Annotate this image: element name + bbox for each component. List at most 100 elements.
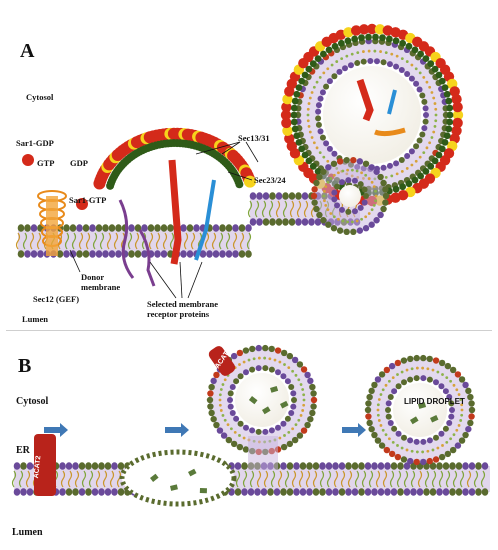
cargo-lipids: [150, 385, 439, 494]
vesicle-inner-head: [357, 204, 364, 211]
vesicle-outer-head: [362, 160, 370, 167]
vesicle-outer-head: [336, 227, 344, 234]
lipid-head-inner: [206, 250, 213, 258]
vesicle-inner-head: [398, 157, 405, 164]
lipid-tail: [480, 470, 486, 488]
vesicle-inner-head: [288, 383, 295, 390]
vesicle-tail: [291, 427, 295, 431]
vesicle-outer-head: [330, 160, 338, 167]
vesicle-tail: [379, 50, 382, 53]
lipid-tail: [18, 470, 24, 488]
lipid-head-inner: [238, 250, 246, 258]
lipid-head-inner: [481, 488, 489, 496]
vesicle-inner-head: [367, 58, 374, 65]
lipid-tail: [116, 470, 122, 488]
vesicle-outer-head: [242, 347, 250, 354]
coat-protein-outer: [350, 25, 362, 36]
vesicle-tail: [432, 130, 436, 134]
acat2-membrane-protein: [34, 434, 56, 496]
coat-protein-inner: [298, 145, 306, 153]
panel-a-pointers: [69, 141, 259, 299]
vesicle-inner-head: [449, 407, 455, 413]
vesicle-outer-head: [286, 440, 294, 448]
lipid-tail: [247, 200, 253, 218]
vesicle-tail: [323, 199, 326, 203]
lipid-head-outer: [234, 462, 242, 470]
lipid-head-outer: [24, 224, 31, 232]
vesicle-tail: [432, 96, 436, 100]
vesicle-outer-head: [368, 425, 375, 433]
lipid-tail: [347, 470, 353, 488]
lipid-head-inner: [30, 250, 38, 258]
vesicle-outer-head: [216, 427, 224, 434]
lipid-head-inner: [308, 218, 315, 226]
coat-protein-inner: [443, 90, 451, 98]
lipid-head-inner: [475, 488, 482, 496]
vesicle-inner-head: [284, 378, 291, 385]
vesicle-outer-head: [407, 355, 414, 363]
receptor-proteins: [118, 78, 406, 287]
vesicle-outer-head: [426, 355, 433, 363]
vesicle-inner-head: [438, 430, 445, 437]
lipid-head-inner: [13, 488, 21, 496]
lipid-head-inner: [442, 488, 450, 496]
vesicle-outer-head: [325, 221, 332, 228]
vesicle-tail: [377, 419, 381, 422]
coat-protein-inner: [443, 132, 451, 140]
panel-b-lipid-droplet: [364, 354, 476, 466]
vesicle-tail: [430, 91, 434, 94]
vesicle-inner-head: [280, 373, 287, 380]
coat-protein-inner: [301, 151, 309, 159]
coat-protein-outer: [452, 109, 464, 121]
coat-protein-inner: [399, 183, 407, 191]
lipid-tail: [232, 232, 238, 250]
vesicle-outer-head: [210, 377, 217, 385]
vesicle-inner-head: [416, 137, 423, 144]
coat-protein-inner: [417, 172, 425, 180]
coat-protein-inner: [291, 97, 299, 105]
vesicle-inner-head: [408, 75, 415, 82]
lipid-head-inner: [63, 250, 70, 258]
vesicle-tail: [310, 91, 314, 94]
coat-protein-inner: [441, 84, 449, 91]
lipid-head-inner: [256, 218, 263, 226]
vesicle-outer-head: [449, 366, 457, 374]
vesicle-outer-head: [320, 168, 327, 175]
vesicle-tail: [410, 163, 414, 167]
vesicle-outer-head: [377, 211, 384, 219]
lipid-tail: [71, 232, 77, 250]
vesicle-tail: [400, 446, 404, 450]
coat-protein-inner: [411, 176, 419, 184]
lipid-head-outer: [468, 462, 476, 470]
vesicle-outer-head: [383, 446, 391, 454]
vesicle-outer-head: [350, 156, 357, 164]
lipid-head-inner: [180, 250, 187, 258]
lipid-tail: [424, 470, 430, 488]
vesicle-outer-head: [467, 419, 474, 427]
vesicle-inner-head: [401, 434, 407, 441]
progression-arrow: [165, 423, 189, 437]
lipid-head-inner: [338, 488, 346, 496]
vesicle-outer-head: [394, 453, 402, 461]
lipid-head-outer: [275, 192, 283, 200]
lipid-head-inner: [111, 488, 118, 496]
lipid-head-inner: [82, 250, 90, 258]
lipid-head-inner: [332, 488, 339, 496]
vesicle-tail: [452, 433, 456, 437]
pointer-receptor: [187, 261, 203, 299]
coat-protein-inner: [295, 84, 303, 91]
lipid-head-inner: [423, 488, 430, 496]
lipid-tail: [211, 232, 217, 250]
vesicle-outer-head: [325, 164, 332, 171]
progression-arrow: [342, 423, 366, 437]
vesicle-outer-head: [382, 192, 390, 200]
vesicle-outer-head: [356, 158, 364, 165]
vesicle-inner-head: [391, 388, 398, 395]
vesicle-tail: [441, 373, 444, 376]
lipid-head-outer: [280, 462, 287, 470]
vesicle-tail: [360, 217, 363, 221]
lipid-head-outer: [475, 462, 482, 470]
er-label: ER: [16, 445, 30, 456]
coat-protein-inner: [305, 65, 313, 73]
lipid-head-inner: [345, 488, 352, 496]
